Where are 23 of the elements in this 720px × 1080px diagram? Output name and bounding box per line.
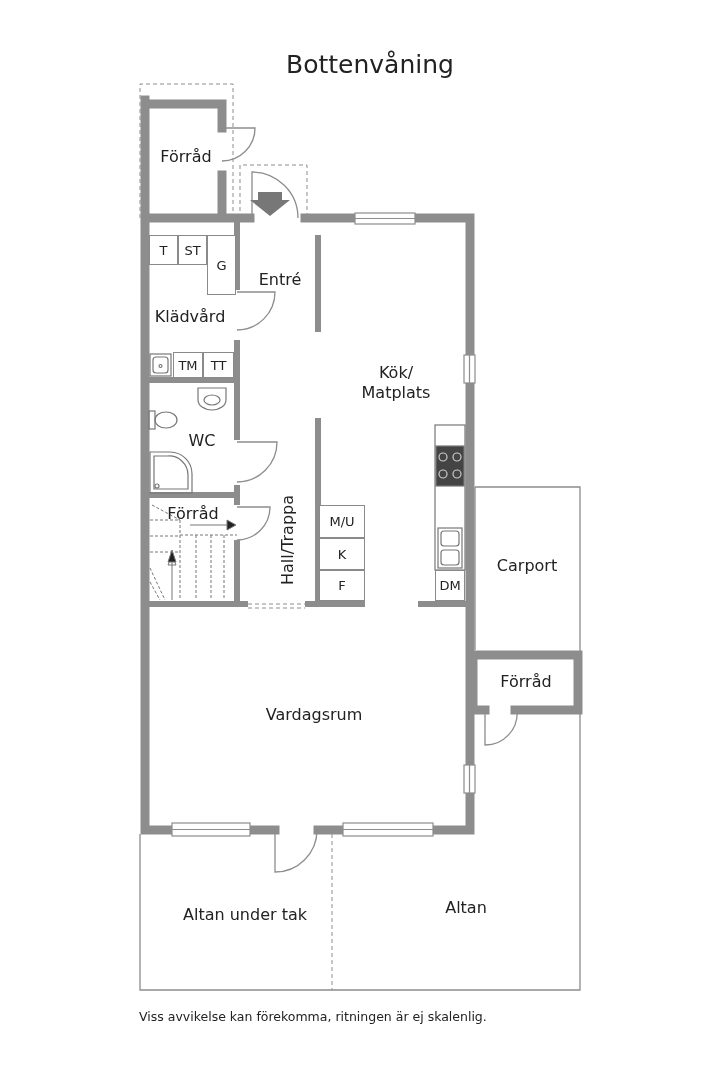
closet-cabinet: DM: [435, 570, 465, 601]
room-label: Carport: [496, 556, 558, 576]
closet-cabinet: F: [319, 570, 365, 601]
closet-cabinet: K: [319, 538, 365, 570]
room-label: Förråd: [500, 672, 552, 692]
room-label: Kök/ Matplats: [360, 363, 432, 403]
closet-cabinet: T: [149, 235, 178, 265]
title: Bottenvåning: [285, 50, 455, 79]
caption: Viss avvikelse kan förekomma, ritningen är ej skalenlig.: [139, 1009, 487, 1024]
room-label: WC: [188, 431, 216, 451]
closet-cabinet: M/U: [319, 505, 365, 538]
closet-cabinet: TM: [173, 352, 203, 378]
closet-cabinet: G: [207, 235, 236, 295]
closet-cabinet: ST: [178, 235, 207, 265]
closet-cabinet: TT: [203, 352, 234, 378]
room-label: Förråd: [160, 147, 212, 167]
room-label: Entré: [258, 270, 302, 290]
room-label: Förråd: [167, 504, 219, 524]
room-label: Altan under tak: [183, 905, 307, 925]
room-label: Vardagsrum: [265, 705, 363, 725]
room-label: Hall/Trappa: [278, 495, 298, 585]
room-label: Altan: [445, 898, 487, 918]
room-label: Klädvård: [154, 307, 226, 327]
